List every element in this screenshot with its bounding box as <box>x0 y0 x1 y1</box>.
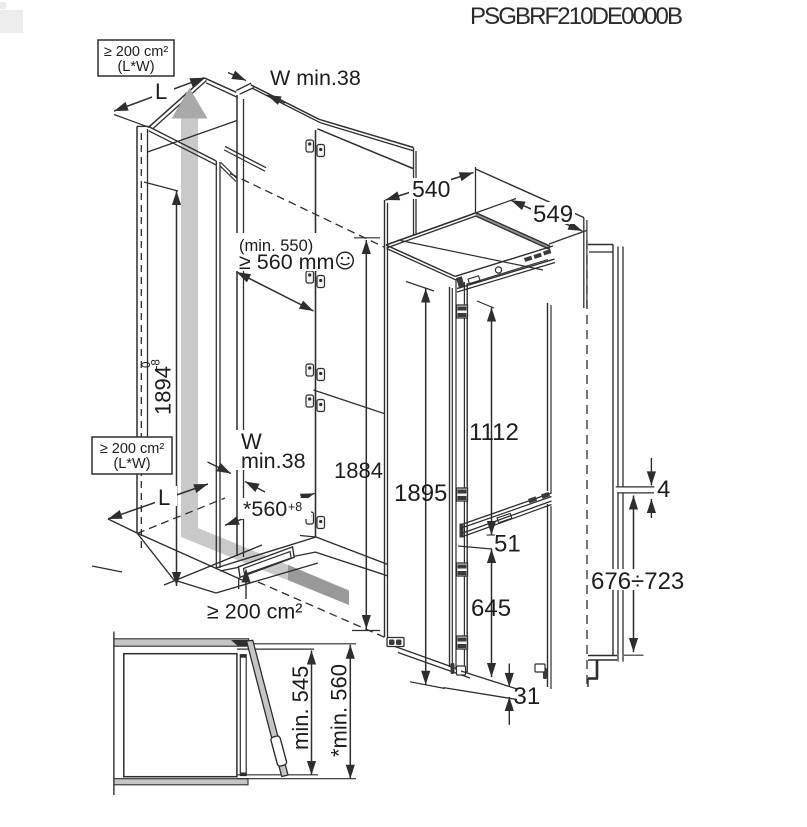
svg-text:676÷723: 676÷723 <box>591 568 684 595</box>
svg-text:*560: *560 <box>243 497 287 521</box>
svg-text:W min.38: W min.38 <box>270 66 361 90</box>
svg-text:1895: 1895 <box>394 480 447 507</box>
svg-text:≥ 560 mm: ≥ 560 mm <box>239 250 334 274</box>
svg-text:645: 645 <box>471 595 511 622</box>
svg-text:-8: -8 <box>151 359 163 369</box>
svg-text:(L*W): (L*W) <box>113 456 150 472</box>
svg-text:549: 549 <box>533 201 573 228</box>
svg-text:31: 31 <box>514 683 541 710</box>
svg-text:≥ 200 cm²: ≥ 200 cm² <box>207 600 302 624</box>
svg-text:1112: 1112 <box>469 419 519 446</box>
svg-text:PSGBRF210DE0000B: PSGBRF210DE0000B <box>470 3 682 30</box>
svg-text:L: L <box>158 485 170 510</box>
svg-text:≥ 200 cm²: ≥ 200 cm² <box>100 441 165 457</box>
svg-text:min. 545: min. 545 <box>288 666 313 750</box>
svg-text:≥ 200 cm²: ≥ 200 cm² <box>104 44 169 60</box>
svg-text:1894: 1894 <box>151 366 176 415</box>
svg-text:(min. 550): (min. 550) <box>239 237 313 255</box>
svg-text:min.38: min.38 <box>241 449 306 473</box>
svg-text:W: W <box>241 429 262 454</box>
svg-text:(L*W): (L*W) <box>117 59 154 75</box>
svg-text:0: 0 <box>141 362 153 368</box>
svg-text:4: 4 <box>657 476 670 503</box>
svg-text:*min. 560: *min. 560 <box>327 664 352 757</box>
svg-text:+8: +8 <box>288 500 302 514</box>
svg-text:1884: 1884 <box>334 458 383 483</box>
svg-text:L: L <box>155 79 167 104</box>
svg-text:51: 51 <box>494 531 521 558</box>
svg-text:540: 540 <box>412 176 450 202</box>
